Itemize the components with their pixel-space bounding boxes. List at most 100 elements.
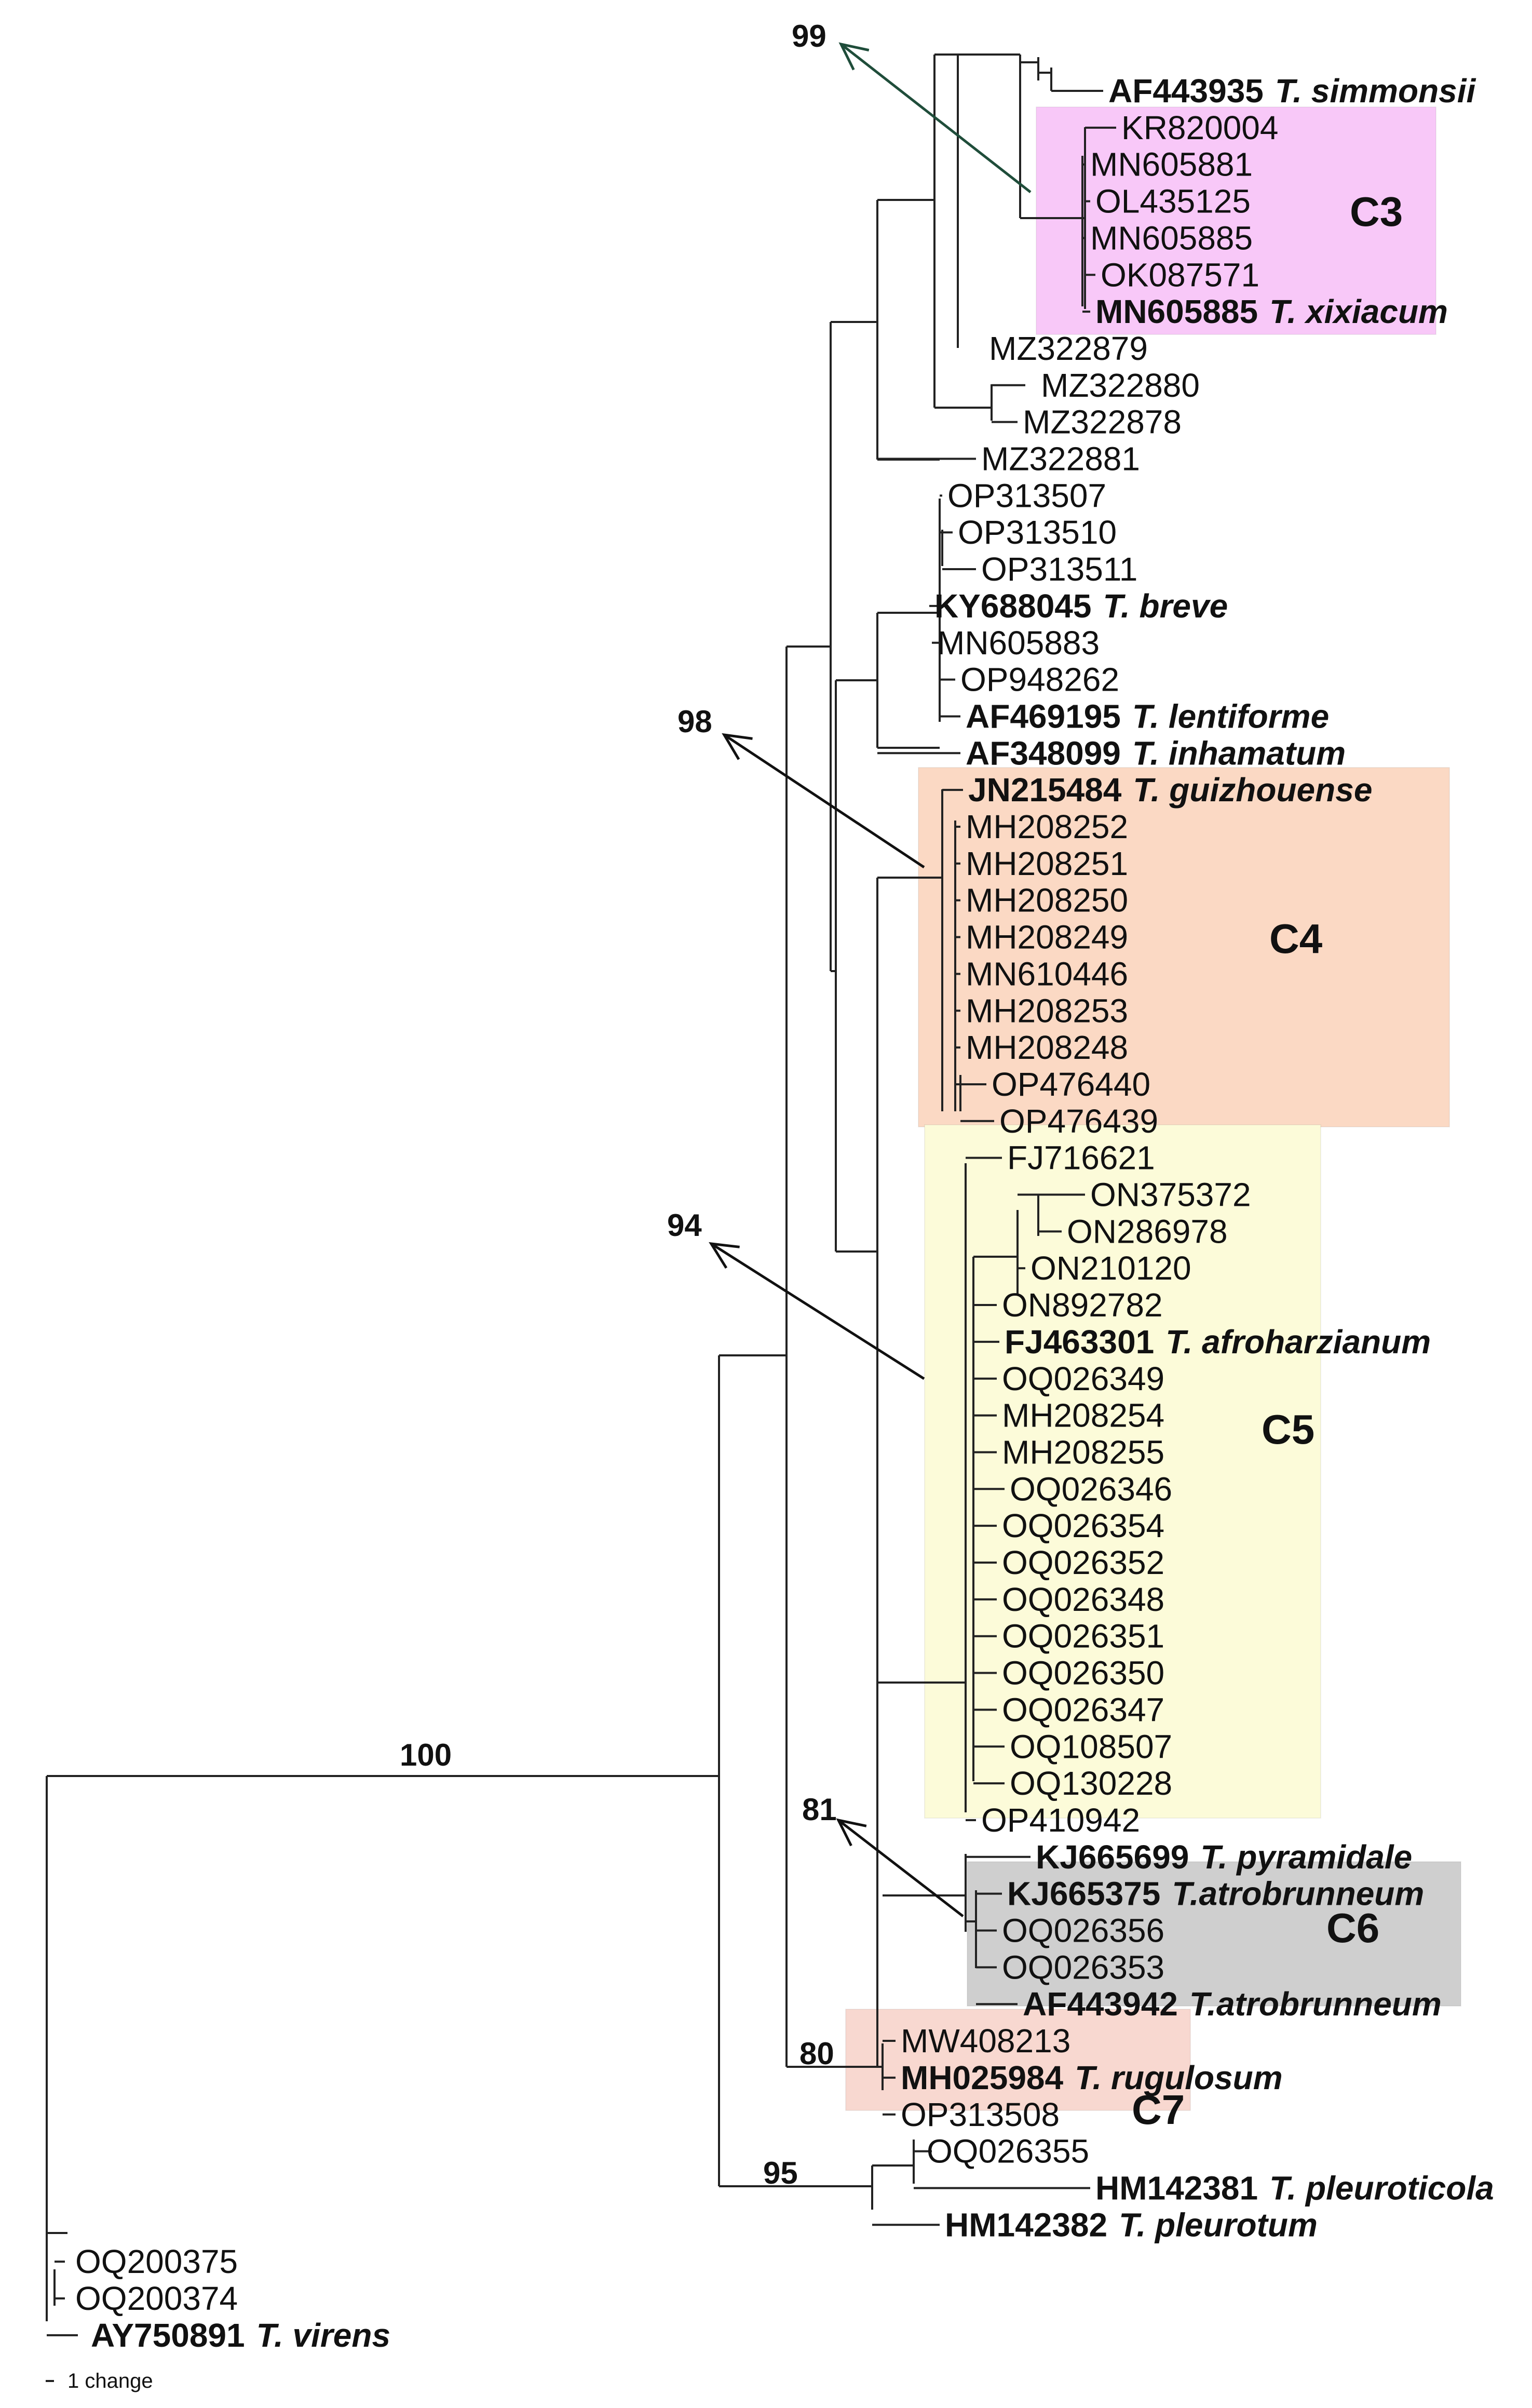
leaf-accession: KJ665699 [1036,1838,1189,1876]
leaf-label: ON892782 [1002,1286,1163,1324]
leaf-accession: MZ322878 [1023,403,1182,441]
leaf-species: T. inhamatum [1132,734,1346,772]
leaf-label: ON210120 [1031,1249,1191,1287]
leaf-accession: MN605885 [1095,293,1258,330]
leaf-label: MH208255 [1002,1433,1164,1471]
leaf-accession: OQ130228 [1010,1765,1172,1802]
leaf-species: T. virens [256,2317,390,2354]
leaf-label: FJ463301 T. afroharzianum [1005,1323,1431,1361]
leaf-label: OQ026348 [1002,1581,1164,1618]
leaf-label: MN605885 [1090,219,1253,257]
leaf-species: T.atrobrunneum [1189,1985,1442,2023]
leaf-accession: MN605883 [937,624,1100,662]
leaf-label: ON375372 [1090,1176,1251,1214]
clade-name-c5: C5 [1262,1406,1314,1452]
leaf-accession: ON286978 [1067,1213,1228,1250]
leaf-accession: MH208255 [1002,1433,1164,1471]
leaf-accession: ON210120 [1031,1249,1191,1287]
leaf-accession: OP476439 [999,1102,1158,1140]
leaf-accession: KY688045 [934,587,1091,625]
leaf-accession: ON892782 [1002,1286,1163,1324]
leaf-species: T. afroharzianum [1165,1323,1431,1361]
leaf-accession: MN610446 [966,955,1128,992]
leaf-accession: MH208250 [966,882,1128,919]
leaf-accession: OQ026346 [1010,1470,1172,1508]
clade-box-c5 [924,1124,1321,1819]
bootstrap-arrow-shaft [840,43,1032,193]
clade-box-c7 [845,2009,1191,2111]
leaf-accession: OQ026348 [1002,1581,1164,1618]
leaf-label: OQ200374 [75,2280,238,2317]
leaf-label: OQ026355 [927,2133,1089,2170]
leaf-label: AY750891 T. virens [91,2317,390,2354]
leaf-accession: OQ026350 [1002,1654,1164,1692]
leaf-species: T.atrobrunneum [1172,1875,1424,1913]
leaf-accession: AF443935 [1108,72,1264,110]
leaf-label: MH025984 T. rugulosum [901,2059,1283,2096]
bootstrap-value: 100 [400,1738,452,1772]
leaf-species: T. simmonsii [1275,72,1476,110]
clade-box-c6 [967,1861,1461,2007]
leaf-accession: OQ026347 [1002,1691,1164,1728]
clade-name-c3: C3 [1350,189,1403,235]
leaf-species: T. xixiacum [1269,293,1448,330]
leaf-accession: OQ200375 [75,2243,238,2280]
leaf-species: T. breve [1103,587,1228,625]
leaf-label: OP313507 [947,477,1106,514]
bootstrap-arrow-shaft [837,1819,964,1917]
bootstrap-arrow-head [836,1818,867,1847]
bootstrap-value: 80 [799,2036,834,2071]
clade-box-c4 [918,767,1450,1127]
leaf-accession: KR820004 [1121,109,1278,146]
clade-name-c7: C7 [1132,2087,1185,2133]
leaf-label: OP948262 [960,661,1119,698]
leaf-accession: OL435125 [1095,183,1251,220]
clade-box-c3 [1036,106,1436,335]
leaf-accession: ON375372 [1090,1176,1251,1214]
leaf-accession: OP410942 [981,1801,1140,1839]
leaf-label: MZ322881 [981,440,1140,478]
leaf-label: OP313511 [981,550,1137,588]
leaf-label: OQ026356 [1002,1912,1164,1949]
leaf-label: OQ026353 [1002,1948,1164,1986]
leaf-accession: OQ026356 [1002,1912,1164,1949]
leaf-accession: HM142382 [945,2206,1107,2243]
leaf-accession: OP313507 [947,477,1106,514]
bootstrap-value: 98 [677,704,712,739]
leaf-accession: MW408213 [901,2022,1070,2060]
bootstrap-arrow-shaft [710,1242,925,1380]
leaf-accession: AY750891 [91,2317,245,2354]
leaf-accession: JN215484 [968,771,1122,809]
leaf-accession: MZ322880 [1041,367,1200,404]
leaf-label: OQ026352 [1002,1544,1164,1581]
leaf-label: JN215484 T. guizhouense [968,771,1372,809]
leaf-species: T. lentiforme [1132,697,1329,735]
leaf-accession: OQ026353 [1002,1948,1164,1986]
leaf-accession: MH208252 [966,808,1128,845]
leaf-species: T. guizhouense [1133,771,1372,809]
leaf-accession: FJ716621 [1007,1139,1155,1177]
leaf-label: MH208251 [966,845,1128,882]
leaf-label: OQ026347 [1002,1691,1164,1728]
leaf-accession: OQ108507 [1010,1728,1172,1765]
leaf-label: AF443935 T. simmonsii [1108,72,1476,110]
leaf-accession: OQ026354 [1002,1507,1164,1544]
leaf-accession: MH208251 [966,845,1128,882]
leaf-species: T. rugulosum [1075,2059,1283,2096]
leaf-species: T. pyramidale [1200,1838,1412,1876]
leaf-accession: MH208249 [966,919,1128,956]
leaf-accession: MH025984 [901,2059,1064,2096]
bootstrap-arrows [709,42,1032,1917]
clade-highlight-boxes [845,106,1461,2111]
leaf-accession: FJ463301 [1005,1323,1154,1361]
leaf-label: KJ665699 T. pyramidale [1036,1838,1412,1876]
bootstrap-arrow-head [838,42,870,71]
leaf-accession: OQ026355 [927,2133,1089,2170]
leaf-label: MN605883 [937,624,1100,662]
clade-name-c6: C6 [1326,1905,1379,1951]
leaf-label: MH208249 [966,919,1128,956]
